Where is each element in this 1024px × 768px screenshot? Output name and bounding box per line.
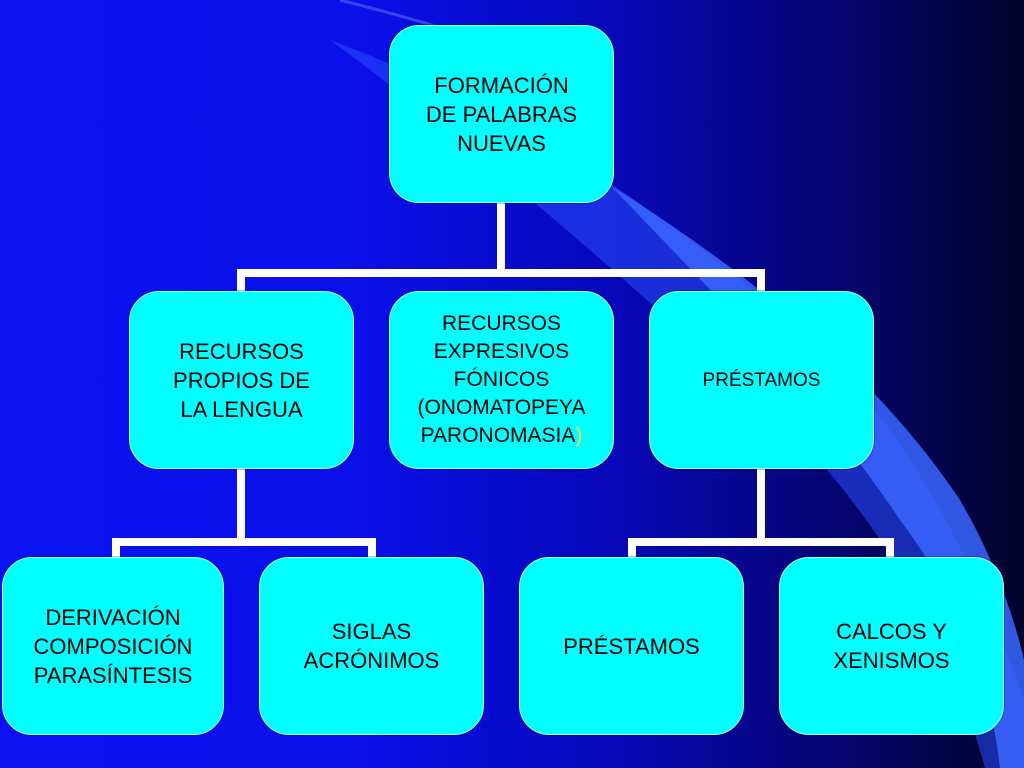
- connector-to-calcos: [886, 538, 894, 560]
- connector-prestamos-down: [757, 468, 765, 544]
- node-label-main: RECURSOS EXPRESIVOS FÓNICOS (ONOMATOPEYA…: [417, 312, 586, 447]
- connector-to-prestamos-mid: [757, 269, 765, 293]
- connector-propios-down: [237, 468, 245, 544]
- connector-to-propios: [237, 269, 245, 293]
- node-formacion-palabras-nuevas: FORMACIÓN DE PALABRAS NUEVAS: [389, 25, 614, 203]
- node-label: DERIVACIÓN COMPOSICIÓN PARASÍNTESIS: [33, 604, 193, 688]
- node-label: RECURSOS EXPRESIVOS FÓNICOS (ONOMATOPEYA…: [417, 310, 585, 450]
- node-prestamos-leaf: PRÉSTAMOS: [519, 557, 744, 735]
- node-label: SIGLAS ACRÓNIMOS: [303, 619, 440, 673]
- node-label: PRÉSTAMOS: [563, 633, 700, 659]
- node-derivacion: DERIVACIÓN COMPOSICIÓN PARASÍNTESIS: [2, 557, 224, 735]
- node-prestamos-mid: PRÉSTAMOS: [649, 291, 874, 469]
- swoosh-inner: [610, 185, 1024, 768]
- connector-to-siglas: [368, 538, 376, 560]
- connector-root-down: [497, 202, 505, 275]
- node-recursos-expresivos: RECURSOS EXPRESIVOS FÓNICOS (ONOMATOPEYA…: [389, 291, 614, 469]
- node-siglas: SIGLAS ACRÓNIMOS: [259, 557, 484, 735]
- node-label: CALCOS Y XENISMOS: [833, 619, 950, 673]
- node-calcos-xenismos: CALCOS Y XENISMOS: [779, 557, 1004, 735]
- connector-to-prestamos-leaf: [628, 538, 636, 560]
- node-label: FORMACIÓN DE PALABRAS NUEVAS: [425, 72, 578, 156]
- connector-level1-bar: [237, 269, 765, 277]
- node-label-close-paren: ): [575, 424, 583, 447]
- node-label: PRÉSTAMOS: [702, 369, 821, 391]
- connector-right-bar: [628, 538, 894, 546]
- connector-left-bar: [112, 538, 376, 546]
- connector-to-derivacion: [112, 538, 120, 560]
- node-label: RECURSOS PROPIOS DE LA LENGUA: [173, 338, 310, 422]
- node-recursos-propios: RECURSOS PROPIOS DE LA LENGUA: [129, 291, 354, 469]
